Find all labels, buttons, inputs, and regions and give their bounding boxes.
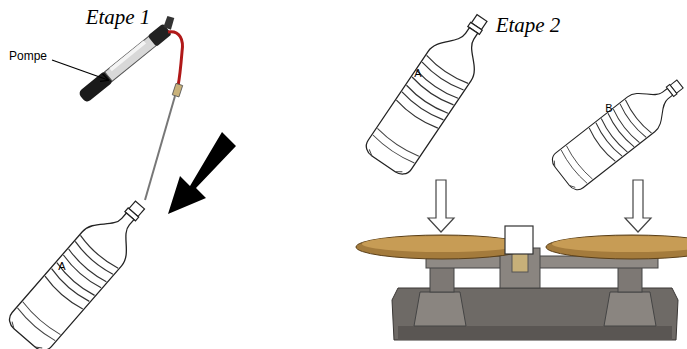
down-arrow — [428, 180, 454, 232]
bottle — [549, 67, 687, 194]
leader-line — [52, 60, 108, 80]
part-name: Pompe — [9, 50, 47, 63]
square-box — [505, 226, 533, 254]
black-arrow — [168, 132, 236, 214]
down-arrow — [625, 180, 651, 232]
hose — [168, 32, 182, 86]
bottle-letter: B — [605, 102, 612, 114]
bottle-letter: A — [58, 260, 65, 272]
balance — [356, 226, 687, 340]
bottle — [5, 188, 160, 349]
step-title: Etape 1 — [86, 6, 151, 29]
needle — [145, 96, 175, 200]
bottle — [362, 3, 504, 178]
valve — [172, 83, 182, 97]
bottle-letter: A — [414, 67, 421, 79]
step-title: Etape 2 — [496, 14, 561, 37]
